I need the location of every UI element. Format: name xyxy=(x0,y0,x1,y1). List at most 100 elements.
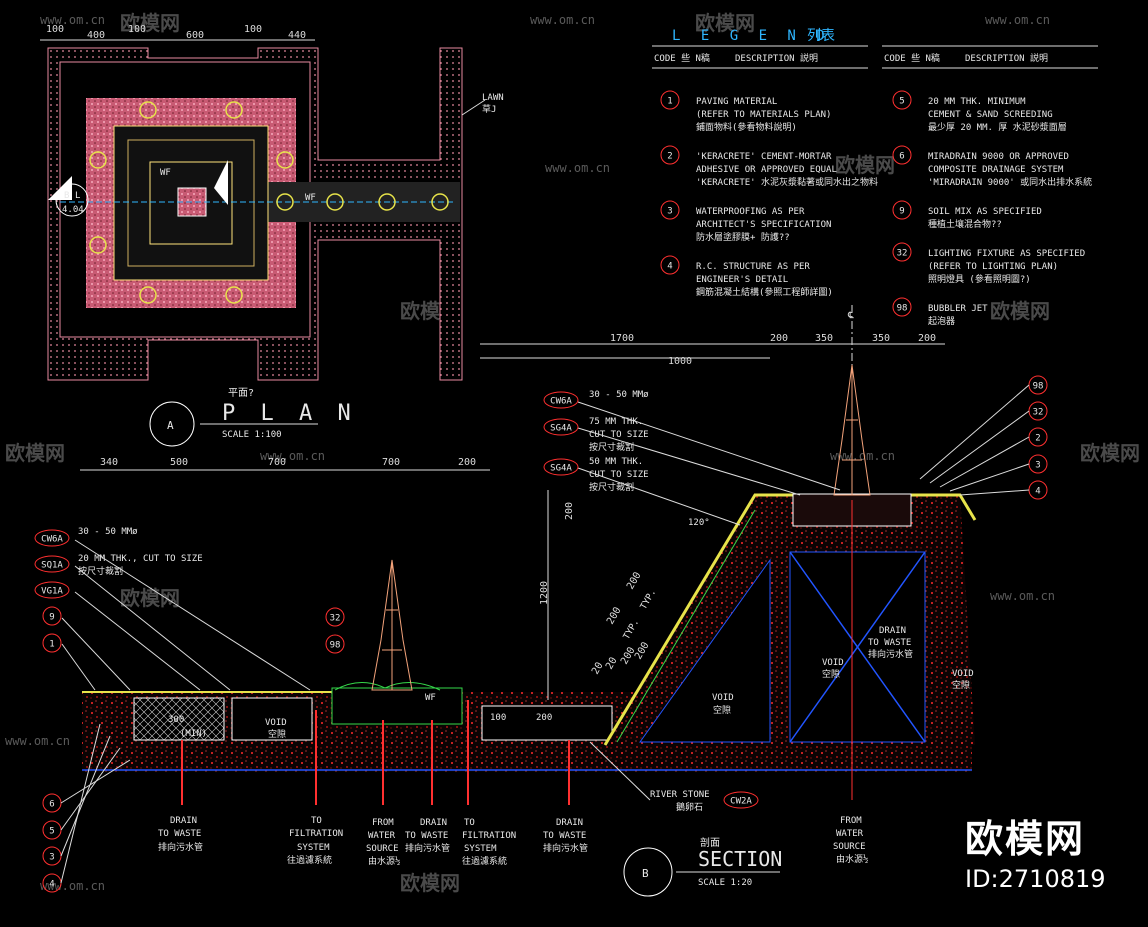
watermark-brand: 欧模网 xyxy=(695,11,755,35)
callout-tag-label: 1 xyxy=(49,640,54,650)
watermark-site: www.om.cn xyxy=(5,734,70,748)
section-title-cn: 剖面 xyxy=(700,836,720,849)
lawn-leader xyxy=(461,99,486,116)
legend-code-tag-label: 4 xyxy=(667,262,672,272)
callout-tag-label: 6 xyxy=(49,800,54,810)
legend-code-tag-label: 5 xyxy=(899,97,904,107)
legend-code-tag-label: 3 xyxy=(667,207,672,217)
label-line: FILTRATION xyxy=(462,831,516,841)
leader-line xyxy=(60,735,111,857)
legend-code-tag-ring xyxy=(892,145,912,165)
legend-code-tag-ring xyxy=(660,145,680,165)
callout-tag: 98 xyxy=(1028,375,1048,395)
legend-col-code: CODE 些 N稿 xyxy=(654,52,710,64)
legend-code-tag-label: 32 xyxy=(897,249,908,259)
light-fixture-icon xyxy=(276,151,294,169)
tag-sg4a-ring xyxy=(543,418,579,436)
section-dim: 200 xyxy=(918,333,936,344)
label-line: TO xyxy=(311,816,322,826)
tag-sq1a: SQ1A xyxy=(34,555,70,573)
callout-tag-label: 4 xyxy=(49,880,54,890)
watermark-site: www.om.cn xyxy=(260,449,325,463)
plan-title-bubble xyxy=(149,401,195,447)
inner-drain-l2: TO WASTE xyxy=(868,638,911,648)
label-line: SYSTEM xyxy=(464,844,497,854)
leader-line xyxy=(589,741,651,801)
callout-tag: 32 xyxy=(325,607,345,627)
watermark-site: www.om.cn xyxy=(985,13,1050,27)
section-wf-label: WF xyxy=(425,693,436,703)
legend-code-tag: 3 xyxy=(660,200,680,220)
plan-lawn-label-cn: 草J xyxy=(482,103,496,115)
label-line: DRAIN xyxy=(556,818,583,828)
section-title: SECTION xyxy=(698,847,782,871)
legend: L E G E N D 列表 CODE 些 N稿 DESCRIPTION 説明 … xyxy=(652,28,1098,327)
section-dim: 340 xyxy=(100,457,118,468)
plan-dim: 600 xyxy=(186,30,204,41)
legend-code-tag-ring xyxy=(892,200,912,220)
label-line: SYSTEM xyxy=(297,843,330,853)
light-fixture-icon xyxy=(89,236,107,254)
vdim: 20 xyxy=(590,661,606,677)
section-mound-edge xyxy=(616,509,756,743)
tag-sg4a: SG4A xyxy=(543,418,579,436)
inner-drain-l3: 排向污水管 xyxy=(868,648,913,660)
legend-item-line: 'KERACRETE' 水泥灰漿黏著或同水出之物料 xyxy=(696,176,878,188)
label-line: 往過濾系統 xyxy=(462,855,507,867)
label-line: SOURCE xyxy=(366,844,399,854)
leader-line xyxy=(60,747,121,831)
note-cw6a-top: 30 - 50 MMø xyxy=(589,390,649,400)
brand-watermark: 欧模网 ID:2710819 xyxy=(965,808,1115,893)
fountain-jet-icon xyxy=(371,559,413,691)
plan-inner-square-2 xyxy=(127,139,255,267)
section-scale: SCALE 1:20 xyxy=(698,878,752,888)
river-stone-label-cn: 鵝卵石 xyxy=(676,801,703,813)
section-dim: 350 xyxy=(815,333,833,344)
legend-item-line: 鋼筋混凝土結構(參照工程師詳圖) xyxy=(696,286,833,298)
section-pipes xyxy=(181,700,570,805)
section-bubble-letter: B xyxy=(642,867,649,880)
watermark-brand: 欧模网 xyxy=(5,441,65,465)
callout-tag: 98 xyxy=(325,634,345,654)
tag-cw6a: CW6A xyxy=(543,391,579,409)
legend-item-line: WATERPROOFING AS PER xyxy=(696,207,805,217)
section-void-triangle xyxy=(639,558,771,743)
section-left-notes: 30 - 50 MMø 20 MM THK., CUT TO SIZE 按尺寸裁… xyxy=(61,527,311,691)
plan-dim: 100 xyxy=(244,24,262,35)
leader-line xyxy=(74,539,311,691)
plan-arrow-icon xyxy=(214,160,228,205)
leader-line xyxy=(949,463,1030,492)
section-void-label-cn: 空隙 xyxy=(952,679,970,691)
watermark-site: www.om.cn xyxy=(545,161,610,175)
section-void-label: VOID xyxy=(822,658,844,668)
watermark-brand: 欧模网 xyxy=(835,153,895,177)
plan-title: P L A N xyxy=(222,401,357,426)
plan-wf-label: WF xyxy=(305,193,316,203)
section-bottom-labels: DRAIN TO WASTE 排向污水管 TO FILTRATION SYSTE… xyxy=(158,816,868,867)
callout-tag-label: 32 xyxy=(330,614,341,624)
watermark-brand: 欧模网 xyxy=(120,586,180,610)
section-marker-ref: L xyxy=(75,191,80,201)
callout-tag: 4 xyxy=(1028,480,1048,500)
tag-sg4a-ring xyxy=(543,458,579,476)
note-sq1a: 20 MM THK., CUT TO SIZE xyxy=(78,554,203,564)
section-marker-sheet: 4.04 xyxy=(62,205,84,215)
callout-tag-label: 9 xyxy=(49,613,54,623)
legend-code-tag: 32 xyxy=(892,242,912,262)
callout-tag: 5 xyxy=(42,820,62,840)
plan-title-cn: 平面? xyxy=(228,388,254,399)
watermark-site: www.om.cn xyxy=(40,879,105,893)
tag-vg1a-ring xyxy=(34,581,70,599)
light-fixture-icon xyxy=(139,101,157,119)
inner-drain-l1: DRAIN xyxy=(879,626,906,636)
legend-col-desc: DESCRIPTION 説明 xyxy=(965,52,1048,64)
legend-item-line: ADHESIVE OR APPROVED EQUAL xyxy=(696,165,837,175)
watermark-brand: 欧模网 xyxy=(990,299,1050,323)
plan-bubble-letter: A xyxy=(167,419,174,432)
typ-label: TYP. xyxy=(622,618,642,642)
tag-sq1a-ring xyxy=(34,555,70,573)
legend-title: L E G E N D xyxy=(672,28,831,44)
section-dim: 350 xyxy=(872,333,890,344)
light-fixture-icon xyxy=(431,193,449,211)
